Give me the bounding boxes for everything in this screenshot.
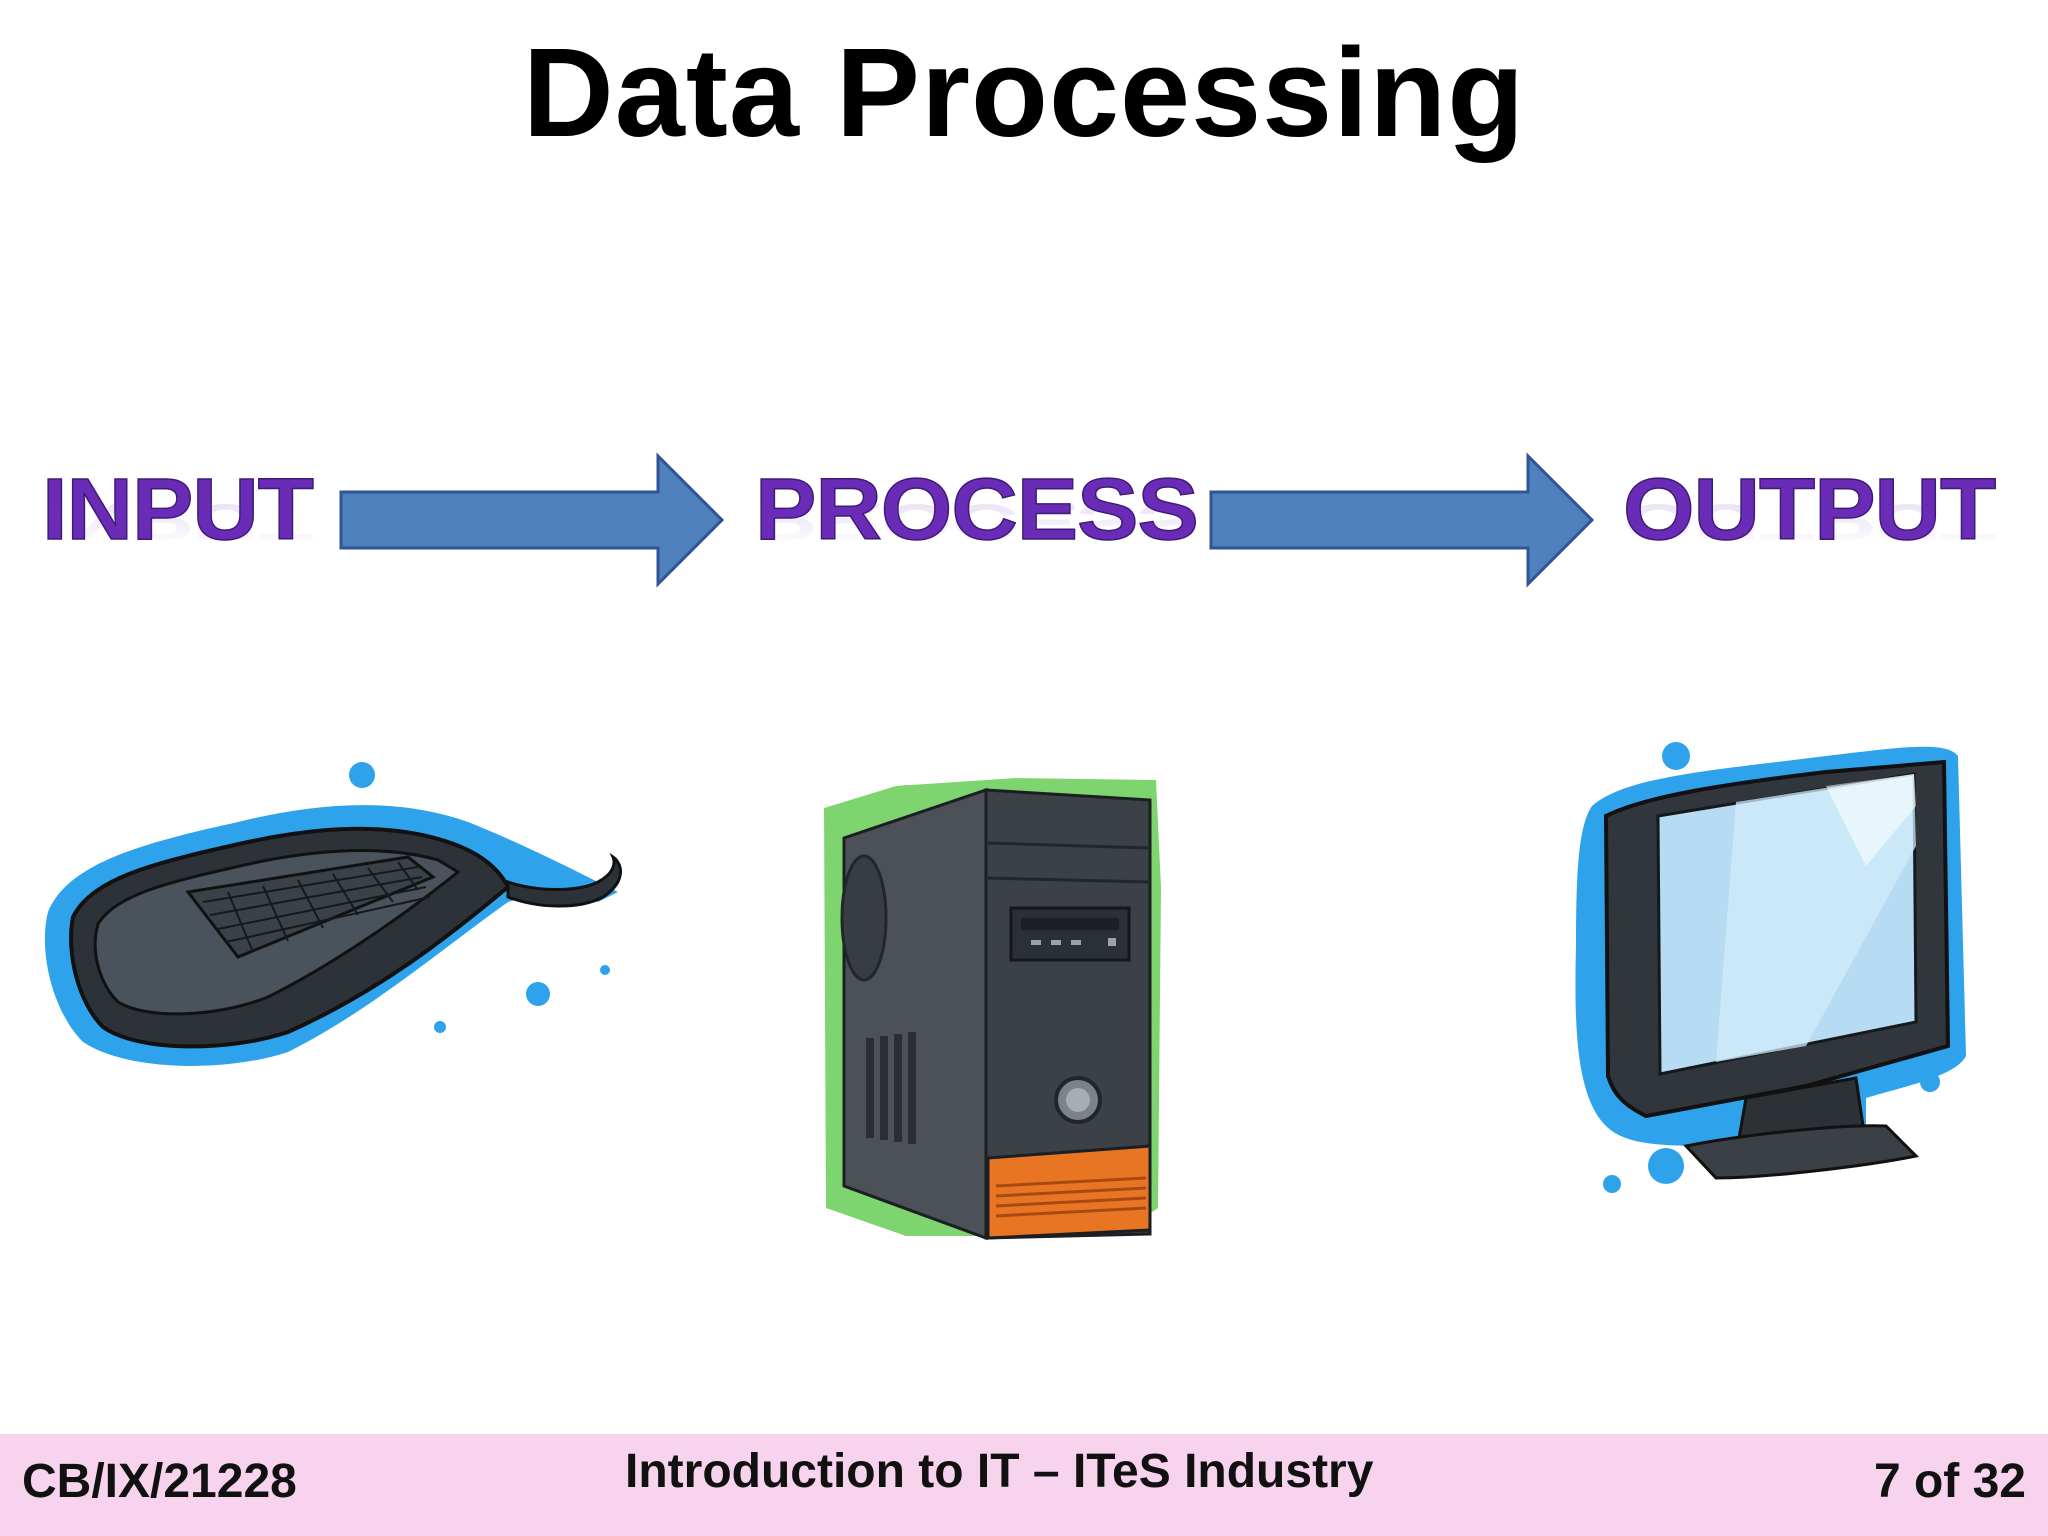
stage-label-process-reflection: PROCESS <box>755 493 1198 550</box>
footer-page-number: 7 of 32 <box>1873 1455 2026 1508</box>
arrow-input-to-process <box>339 452 725 588</box>
slide-title: Data Processing <box>522 22 1526 163</box>
monitor-icon <box>1575 742 1966 1193</box>
cpu-tower-icon <box>824 778 1161 1240</box>
keyboard-icon <box>44 762 622 1066</box>
arrow-process-to-output <box>1209 452 1595 588</box>
stage-label-process: PROCESS <box>754 460 1199 558</box>
stage-label-input: INPUT <box>41 460 315 558</box>
footer-code-suffix: 8 <box>270 1455 297 1508</box>
stage-label-output: OUTPUT <box>1622 460 1997 558</box>
stage-label-output-reflection: OUTPUT <box>1623 493 1996 550</box>
footer-course-code: CB/IX/21228 <box>22 1454 297 1509</box>
footer-course-title: Introduction to IT – ITeS Industry <box>625 1445 1374 1498</box>
stage-label-input-reflection: INPUT <box>42 493 313 550</box>
footer-bar: CB/IX/21228 Introduction to IT – ITeS In… <box>0 1434 2048 1536</box>
footer-code-text: CB/IX/2122 <box>22 1455 271 1508</box>
